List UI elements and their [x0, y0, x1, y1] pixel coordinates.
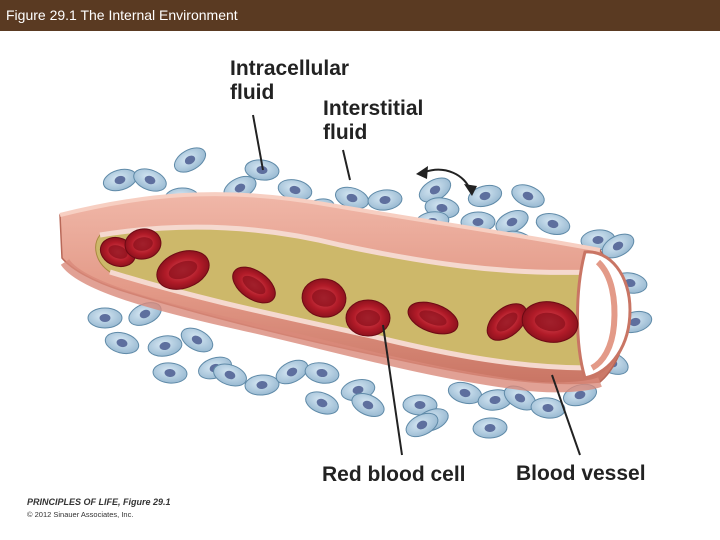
- pointer-interstitial: [343, 150, 350, 180]
- header-bar: Figure 29.1 The Internal Environment: [0, 0, 720, 31]
- label-interstitial-fluid: Interstitial fluid: [323, 97, 453, 145]
- interstitial-cell: [170, 143, 209, 177]
- interstitial-cell: [147, 333, 184, 358]
- interstitial-cell: [244, 374, 279, 396]
- interstitial-cell: [101, 166, 139, 195]
- interstitial-cell: [177, 323, 216, 357]
- interstitial-cell: [103, 329, 141, 357]
- interstitial-cell: [303, 388, 342, 418]
- label-red-blood-cell: Red blood cell: [322, 462, 466, 488]
- interstitial-cell: [472, 417, 507, 439]
- interstitial-cell: [131, 165, 170, 196]
- interstitial-cell: [508, 180, 547, 211]
- interstitial-cell: [534, 210, 572, 237]
- credit-book: PRINCIPLES OF LIFE, Figure 29.1: [27, 497, 171, 507]
- figure-title: Figure 29.1 The Internal Environment: [6, 7, 238, 23]
- interstitial-cell: [88, 308, 122, 328]
- credit-copyright: © 2012 Sinauer Associates, Inc.: [27, 510, 133, 519]
- label-blood-vessel: Blood vessel: [516, 461, 646, 487]
- interstitial-cell: [367, 188, 403, 211]
- interstitial-cell: [304, 360, 341, 386]
- interstitial-cell: [152, 362, 188, 385]
